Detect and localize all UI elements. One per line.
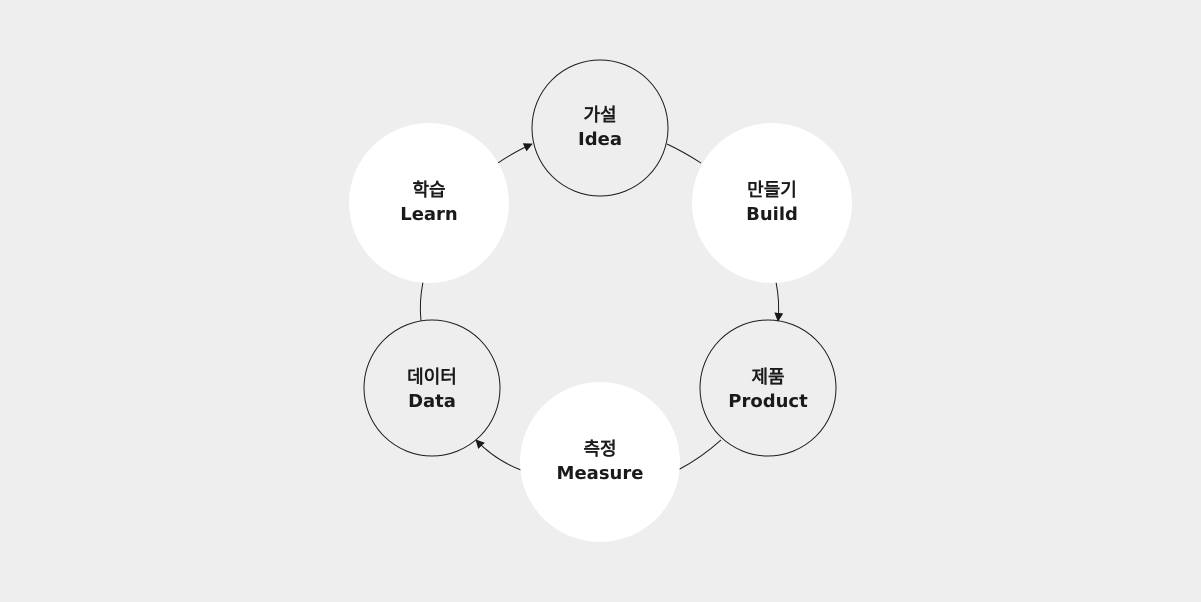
- node-data-ko-label: 데이터: [407, 367, 457, 388]
- node-build-ko-label: 만들기: [747, 180, 797, 201]
- measure-to-data-connector: [475, 439, 522, 471]
- node-build-circle: [692, 123, 852, 283]
- node-measure-ko-label: 측정: [583, 439, 616, 460]
- node-product: 제품 Product: [699, 319, 837, 457]
- node-idea: 가설 Idea: [531, 59, 669, 197]
- learn-to-idea-connector: [497, 143, 533, 164]
- node-measure-en-label: Measure: [557, 463, 644, 484]
- build-to-product-connector: [774, 281, 784, 322]
- node-learn-circle: [349, 123, 509, 283]
- node-measure: 측정 Measure: [520, 382, 680, 542]
- node-data-en-label: Data: [408, 391, 456, 412]
- node-learn-en-label: Learn: [400, 204, 458, 225]
- node-idea-ko-label: 가설: [583, 105, 616, 126]
- node-data-circle: [363, 319, 501, 457]
- node-build: 만들기 Build: [692, 123, 852, 283]
- data-to-learn-connector: [419, 281, 424, 322]
- node-learn: 학습 Learn: [349, 123, 509, 283]
- node-product-ko-label: 제품: [751, 367, 784, 388]
- node-idea-circle: [531, 59, 669, 197]
- node-build-en-label: Build: [746, 204, 798, 225]
- node-learn-ko-label: 학습: [412, 179, 445, 201]
- product-to-measure-connector: [677, 439, 722, 471]
- idea-to-build-connector: [666, 143, 702, 164]
- node-data: 데이터 Data: [363, 319, 501, 457]
- node-product-circle: [699, 319, 837, 457]
- node-measure-circle: [520, 382, 680, 542]
- node-idea-en-label: Idea: [578, 129, 622, 150]
- node-product-en-label: Product: [728, 391, 808, 412]
